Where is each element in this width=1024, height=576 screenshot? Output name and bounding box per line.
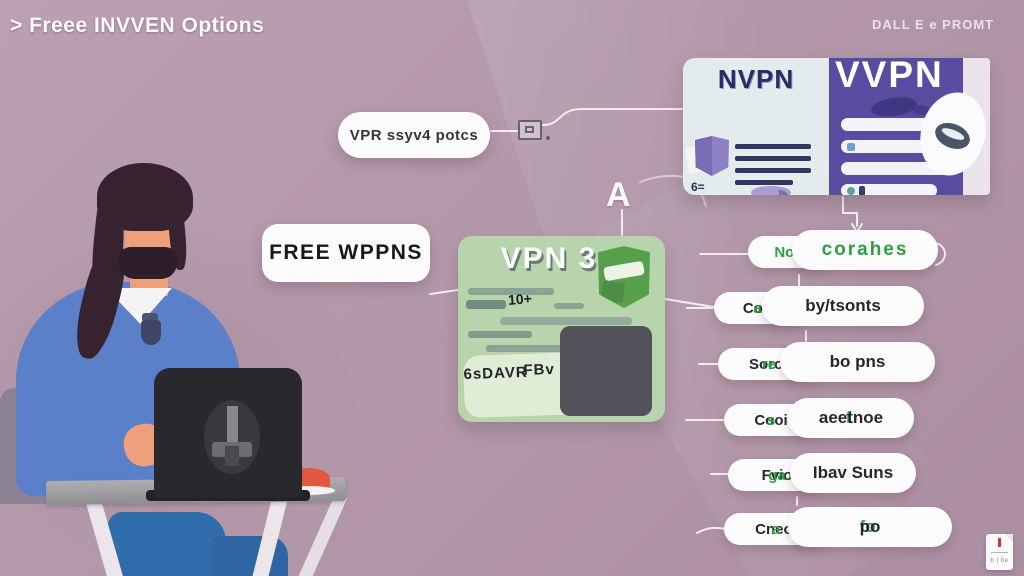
tag-text: Fvio (761, 466, 793, 484)
label-text: Ibav Suns (812, 463, 894, 482)
database-shade (779, 190, 791, 195)
text-bar (468, 288, 554, 295)
person-leg (108, 512, 226, 576)
laptop-logo-icon (204, 400, 260, 474)
shield-icon (598, 246, 650, 308)
shield-shade (695, 136, 712, 176)
tag-text: Cooi (754, 411, 788, 429)
logo-shape (225, 446, 239, 466)
label-text: aeetnoe (818, 408, 884, 427)
bar-bullet (847, 143, 855, 151)
free-vpns-text: FREE WPPNS (269, 241, 423, 264)
watermark-label: DALL E e PROMT (872, 17, 995, 32)
list-bar (841, 140, 941, 153)
label-accent: fo (859, 517, 881, 536)
tag-accent: s (766, 411, 776, 429)
pill-label: Ibav Suns (790, 453, 916, 493)
tie (141, 320, 161, 345)
dark-blob (869, 94, 919, 120)
shield-shade (600, 280, 626, 304)
vvpn-title: VVPN (835, 58, 944, 95)
monitor-screen (525, 126, 534, 133)
page-title: > Freee INVVEN Options (10, 14, 265, 37)
badge-text: b | be (990, 558, 1009, 564)
nvpn-badge: 6= (691, 180, 705, 194)
vpr-bubble: VPR ssyv4 potcs (338, 112, 490, 158)
label-text: bo pns (829, 352, 886, 371)
text-bar (500, 317, 632, 325)
person-beard (119, 247, 177, 279)
red-pin-icon (998, 538, 1001, 547)
label-accent: f (845, 408, 857, 427)
list-bar (841, 162, 951, 175)
tag-text: Cneoi (755, 520, 797, 538)
pill-label: bo pns (780, 342, 935, 382)
label-text: po (859, 517, 881, 536)
free-vpns-bubble: FREE WPPNS (262, 224, 430, 282)
bar-bullet (847, 187, 855, 195)
label-accent: corahes (821, 239, 909, 260)
up-arrow-glyph: A (606, 176, 631, 214)
vpr-bubble-text: VPR ssyv4 potcs (349, 126, 479, 144)
text-bar (468, 331, 532, 338)
monitor-icon (518, 120, 542, 140)
list-stack (560, 326, 652, 416)
tag-accent: a (771, 520, 781, 538)
document-badge-icon: b | be (986, 534, 1013, 570)
database-icon (751, 186, 791, 195)
vpn-comparison-banner: NVPN 6= VVPN (683, 58, 990, 195)
laptop (154, 368, 302, 498)
vpn3-stat: 10+ (507, 290, 533, 308)
tag-accent: ga (768, 466, 786, 484)
vpn3-card: VPN 3 10+ FBv D3 6sDAVR (458, 236, 665, 422)
text-bar (466, 300, 506, 309)
bar-bullet (859, 186, 865, 195)
pill-label: f aeetnoe (788, 398, 914, 438)
pill-label: fo po (788, 507, 952, 547)
text-line (735, 144, 811, 149)
text-line (735, 168, 811, 173)
tag-text: Soror (748, 355, 789, 373)
list-bar (841, 184, 937, 195)
text-bar (486, 345, 590, 352)
text-line (735, 180, 793, 185)
tag-accent: re (761, 355, 777, 373)
person-hair (119, 194, 181, 216)
page-fold (1005, 534, 1013, 542)
monitor-dot-icon (546, 136, 550, 140)
badge-line (991, 552, 1008, 553)
pill-label: by/tsonts (762, 286, 924, 326)
note-line2: 6sDAVR (463, 363, 528, 384)
dark-blob (913, 105, 929, 115)
text-bar (554, 303, 584, 309)
nvpn-title: NVPN (717, 64, 795, 94)
tie-knot (142, 313, 158, 322)
nvpn-card: NVPN 6= (683, 58, 829, 195)
shield-band (603, 260, 645, 282)
vpn3-title: VPN 3 (500, 242, 598, 275)
purple-shield-icon (695, 136, 729, 176)
database-top (751, 186, 791, 195)
logo-shape (227, 406, 238, 446)
text-line (735, 156, 811, 161)
pill-label: corahes (792, 230, 938, 270)
label-text: by/tsonts (805, 296, 881, 315)
